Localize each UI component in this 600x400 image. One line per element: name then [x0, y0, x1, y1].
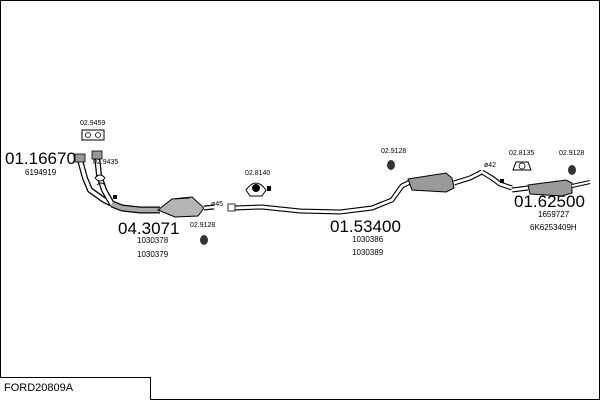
article-number: 01.16670: [5, 149, 76, 168]
oem-number: 1030389: [352, 248, 384, 257]
oem-number: 1659727: [538, 210, 570, 219]
small-bolt-icon: [113, 195, 117, 199]
article-number: 01.62500: [514, 192, 585, 211]
oem-number: 1030386: [352, 235, 384, 244]
document-code-box: FORD20809A: [0, 377, 151, 400]
fitting-number: 02.9128: [190, 222, 216, 229]
fitting-number: 02.8140: [245, 170, 271, 177]
hanger-icon: [512, 161, 532, 171]
oem-number: 6K6253409H: [530, 223, 577, 232]
fitting-number: 02.9128: [559, 150, 585, 157]
small-bolt-icon: [500, 179, 504, 183]
diameter-label: ø45: [211, 201, 224, 208]
hanger-icon: [245, 182, 267, 197]
rubber-mount-icon: [387, 160, 395, 170]
fitting-number: 02.9459: [80, 120, 106, 127]
oem-number: 6194919: [25, 168, 57, 177]
fitting-number: 02.9435: [93, 159, 119, 166]
oem-number: 1030379: [137, 250, 169, 259]
document-code: FORD20809A: [4, 382, 74, 394]
rear-silencer: [480, 169, 591, 197]
front-pipe: [74, 150, 115, 207]
fitting-number: 02.9128: [381, 148, 407, 155]
middle-muffler: [407, 169, 484, 193]
gasket-icon: [81, 129, 105, 141]
clamp-icon: [94, 174, 106, 186]
fitting-number: 02.8135: [509, 150, 535, 157]
bolt-icon: [267, 186, 271, 191]
flex-section: [110, 200, 160, 214]
rubber-mount-icon: [568, 165, 576, 175]
rubber-mount-icon: [200, 235, 208, 245]
diameter-label: ø42: [484, 162, 497, 169]
middle-pipe: [227, 179, 412, 215]
catalyst: [157, 196, 215, 218]
oem-number: 1030378: [137, 236, 169, 245]
article-number: 01.53400: [330, 217, 401, 236]
article-number: 04.3071: [118, 219, 180, 238]
